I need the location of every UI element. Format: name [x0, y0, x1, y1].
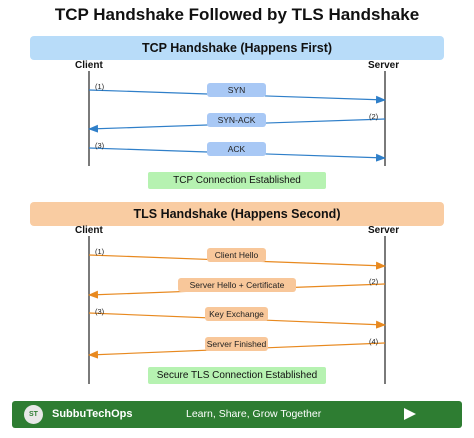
tcp-step-number: (1) — [95, 82, 105, 91]
server-hello-message-label: Server Hello + Certificate — [178, 278, 296, 292]
syn-ack-message-label: SYN-ACK — [207, 113, 266, 127]
footer-bar: ST SubbuTechOps Learn, Share, Grow Toget… — [12, 401, 462, 428]
brand-logo-badge: ST — [24, 405, 43, 424]
tcp-server-label: Server — [368, 60, 400, 71]
tcp-step-number: (3) — [95, 141, 105, 150]
key-exchange-message-label: Key Exchange — [205, 307, 268, 321]
ack-message-label: ACK — [207, 142, 266, 156]
footer-tagline: Learn, Share, Grow Together — [186, 408, 322, 420]
brand-name: SubbuTechOps — [52, 408, 133, 420]
tcp-section-banner: TCP Handshake (Happens First) — [30, 36, 444, 60]
tls-section-banner: TLS Handshake (Happens Second) — [30, 202, 444, 226]
tls-step-number: (4) — [369, 337, 379, 346]
tcp-step-number: (2) — [369, 112, 379, 121]
server-finished-message-label: Server Finished — [205, 337, 268, 351]
tls-client-label: Client — [75, 225, 103, 236]
tcp-established-status: TCP Connection Established — [148, 172, 326, 189]
tls-step-number: (2) — [369, 277, 379, 286]
tls-step-number: (1) — [95, 247, 105, 256]
tls-server-label: Server — [368, 225, 400, 236]
tls-step-number: (3) — [95, 307, 105, 316]
client-hello-message-label: Client Hello — [207, 248, 266, 262]
tls-established-status: Secure TLS Connection Established — [148, 367, 326, 384]
diagram-title: TCP Handshake Followed by TLS Handshake — [54, 5, 420, 24]
tcp-client-label: Client — [75, 60, 103, 71]
syn-message-label: SYN — [207, 83, 266, 97]
play-icon[interactable] — [404, 408, 416, 420]
